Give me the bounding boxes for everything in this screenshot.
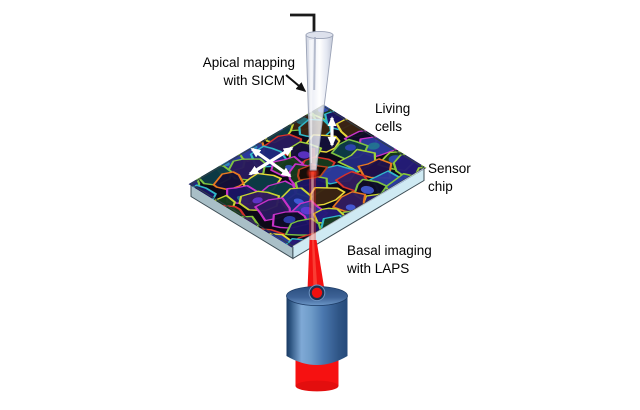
living-cells-label-line1: Living	[375, 101, 411, 116]
cell-nucleus	[252, 197, 263, 204]
cell-nucleus	[345, 204, 356, 211]
basal-imaging-label-line1: Basal imaging	[347, 243, 432, 258]
cell	[212, 171, 245, 191]
chip-front-edge-highlight	[292, 168, 425, 248]
sicm-pipette	[305, 30, 334, 171]
sensor-chip-label-line1: Sensor	[428, 161, 471, 176]
living-cells-label-line2: cells	[375, 118, 403, 134]
living-cells-label: Living cells	[375, 100, 410, 135]
cell-nucleus	[345, 144, 356, 151]
sensor-chip-label: Sensor chip	[428, 160, 471, 195]
apical-mapping-label-line2: with SICM	[223, 72, 285, 88]
sensor-chip-label-line2: chip	[428, 178, 453, 194]
objective-red-base-bottom	[295, 380, 339, 392]
apical-mapping-label: Apical mapping with SICM	[203, 54, 295, 89]
laser-beam-cone	[307, 240, 325, 290]
cell-nucleus	[367, 142, 380, 150]
pipette-inner-capillary	[313, 36, 316, 91]
objective-body	[286, 296, 348, 365]
laser-aperture-core	[311, 287, 323, 298]
basal-imaging-label-line2: with LAPS	[347, 260, 410, 276]
xy-scan-arrow-icon	[250, 147, 292, 178]
pipette-top-opening	[305, 30, 334, 40]
pipette-highlight	[309, 40, 313, 163]
apical-mapping-label-line1: Apical mapping	[202, 55, 295, 70]
cell-nucleus	[297, 151, 311, 159]
basal-imaging-label: Basal imaging with LAPS	[347, 242, 432, 277]
chip-top-outline	[190, 105, 425, 247]
cell-nucleus	[300, 206, 314, 215]
cell-nucleus	[360, 185, 374, 194]
cell-nucleus	[283, 216, 296, 224]
label-pointer-arrow-icon	[285, 74, 307, 92]
objective-lens	[286, 284, 348, 392]
scan-arrows	[248, 116, 337, 178]
laser-beam-core	[312, 240, 318, 290]
laser-through-chip-core	[311, 172, 314, 240]
electrode-wire	[290, 13, 316, 34]
